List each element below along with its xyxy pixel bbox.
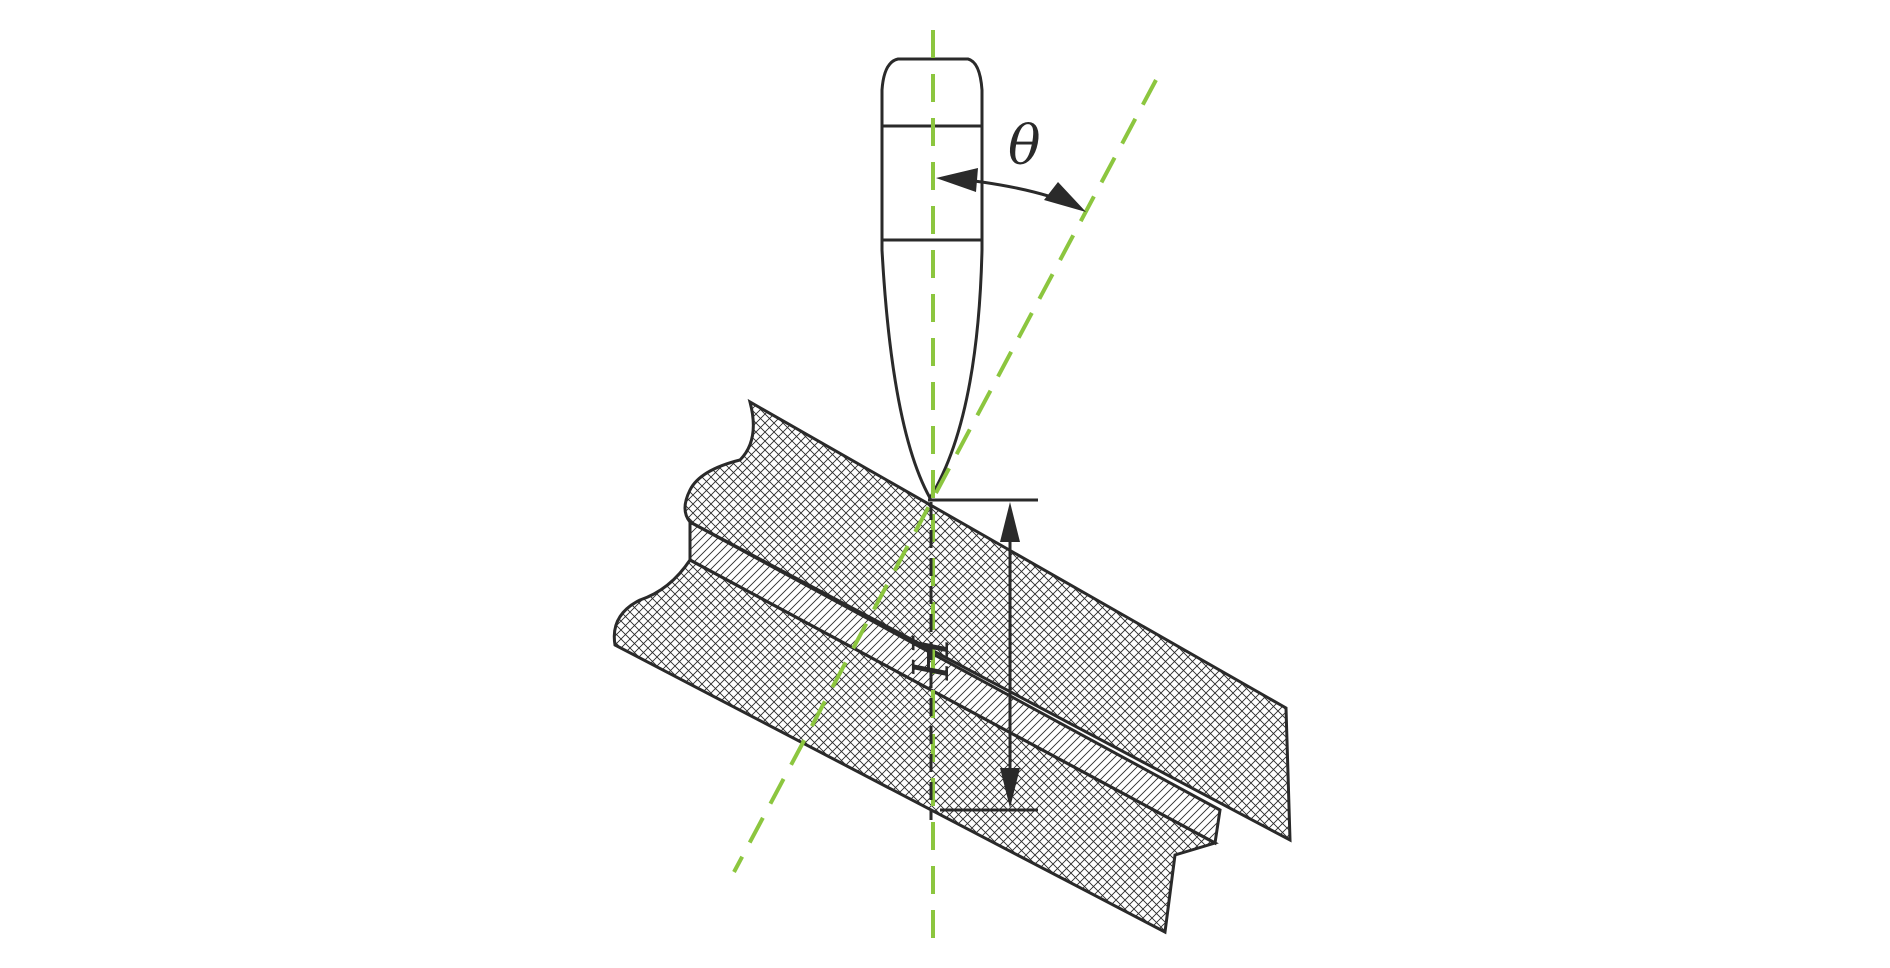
upper-material-layer: [683, 398, 1292, 843]
depth-arrow-top: [1000, 502, 1020, 542]
inclined-axis-line: [732, 79, 1158, 873]
nozzle-body: [880, 57, 984, 501]
angle-arrow-left: [936, 168, 978, 192]
lower-material-layer: [612, 558, 1219, 935]
angle-arrow-right: [1044, 182, 1086, 212]
depth-arrow-bottom: [1000, 768, 1020, 808]
angle-label: θ: [1008, 114, 1041, 177]
depth-label: H: [902, 635, 960, 681]
